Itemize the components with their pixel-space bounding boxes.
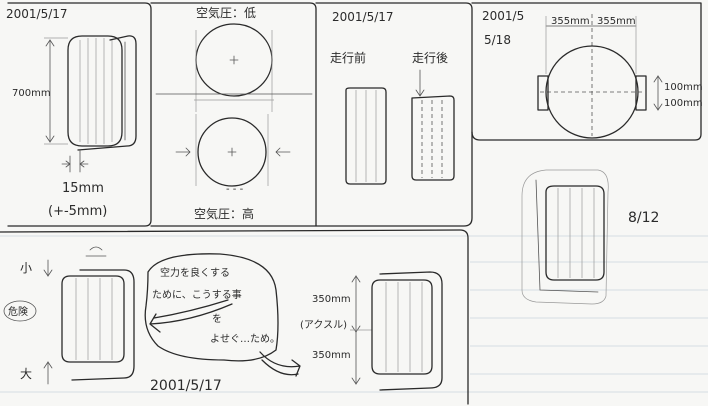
tire-sketch <box>545 185 605 281</box>
upper-dimension-label: 100mm <box>664 82 703 93</box>
pencil-draft-outline <box>521 169 609 305</box>
high-pressure-caption: 空気圧：高 <box>194 206 254 221</box>
tread-after <box>411 95 455 181</box>
left-curved-arrow-icon <box>149 303 233 333</box>
note-line-3: を <box>212 313 222 325</box>
fender <box>77 35 137 151</box>
danger-label: 危険 <box>8 306 28 318</box>
panel-tread-wear: 2001/5/17 走行前 走行後 <box>330 10 455 185</box>
ruled-lines <box>0 235 708 393</box>
wear-arrow-icon <box>415 69 425 97</box>
note-bubble <box>144 253 279 362</box>
left-dimension-label: 355mm <box>551 16 590 27</box>
tread-grooves <box>79 38 113 144</box>
lower-dimension-label: 350mm <box>312 350 351 361</box>
panel-top-view: 2001/5 5/18 355mm 355mm 100mm 100mm <box>482 9 703 139</box>
height-label: 700mm <box>12 88 51 99</box>
right-tire-stub <box>635 75 647 111</box>
before-label: 走行前 <box>330 50 366 65</box>
date-label: 2001/5/17 <box>6 7 68 21</box>
bottom-date-label: 2001/5/17 <box>150 378 222 394</box>
tolerance-label: (+-5mm) <box>48 204 107 219</box>
tread-before <box>345 87 387 185</box>
after-label: 走行後 <box>412 51 448 65</box>
low-pressure-caption: 空気圧：低 <box>196 5 256 20</box>
date-label: 2001/5 <box>482 9 524 23</box>
upper-dimension-label: 350mm <box>312 294 351 305</box>
lower-dimension-label: 100mm <box>664 98 703 109</box>
gap-label: 15mm <box>62 181 104 196</box>
tire-sketch-right <box>371 279 433 375</box>
right-dimension-label: 355mm <box>597 16 636 27</box>
note-line-4: よせぐ…ため。 <box>210 333 280 345</box>
panel-aero: 小 危険 大 空力を良くする ために、こうする事 を よせぐ…ため。 2001/… <box>3 246 443 394</box>
tire-front-view <box>67 35 123 147</box>
date-label: 2001/5/17 <box>332 10 394 24</box>
side-date-label: 8/12 <box>628 210 659 226</box>
danger-circle <box>3 300 37 322</box>
note-line-1: 空力を良くする <box>160 266 230 279</box>
panel-top-left: 2001/5/17 700mm 15mm (+-5mm) <box>6 7 137 219</box>
small-label: 小 <box>20 261 32 275</box>
tire-sketch-left <box>61 275 125 363</box>
date-label-secondary: 5/18 <box>484 33 511 47</box>
panel-tire-pressure: 空気圧：低 - - - 空気圧：高 <box>155 5 313 221</box>
large-label: 大 <box>20 367 32 381</box>
fender-left <box>71 269 135 381</box>
axle-label: (アクスル) <box>300 319 347 331</box>
tire-high-pressure <box>197 117 267 187</box>
panel-side-note: 8/12 <box>521 169 659 305</box>
note-line-2: ために、こうする事 <box>152 288 242 301</box>
svg-text:- - -: - - - <box>226 184 244 195</box>
fender-right <box>379 271 443 391</box>
left-tire-stub <box>537 75 549 111</box>
